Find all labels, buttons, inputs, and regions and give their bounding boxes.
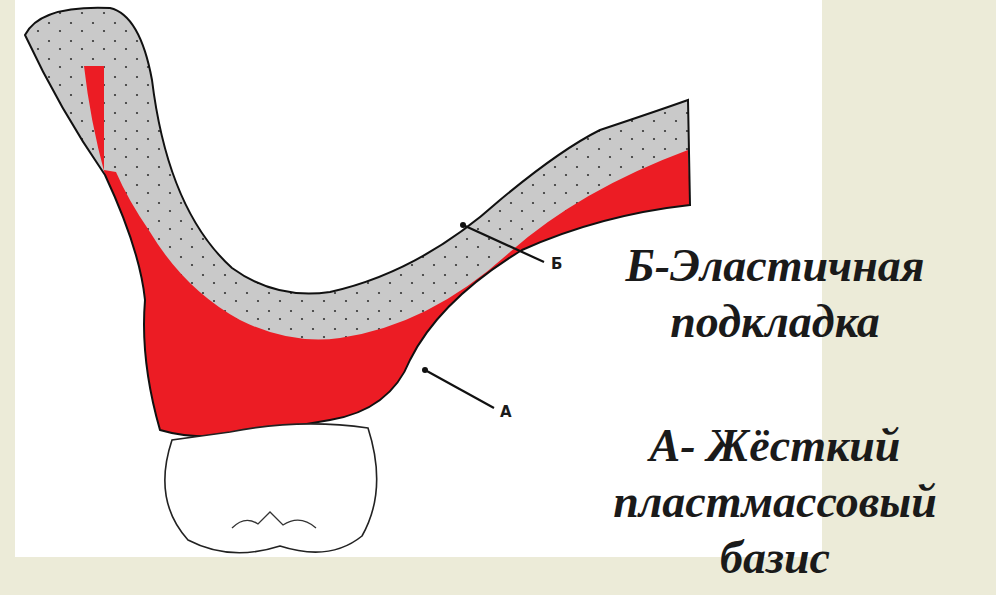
leader-line <box>463 225 544 262</box>
part-label: А- Жёсткий пластмассовый базис <box>585 418 965 586</box>
tooth-fissure <box>232 512 316 528</box>
rigid-base <box>84 66 690 437</box>
denture-outline <box>25 8 690 437</box>
elastic-liner <box>25 8 690 437</box>
callout-letter: Б <box>551 257 562 272</box>
callout-letter: А <box>500 405 512 420</box>
part-label: Б-Эластичная подкладка <box>585 238 965 350</box>
tooth <box>165 424 377 553</box>
leader-line <box>425 370 494 408</box>
